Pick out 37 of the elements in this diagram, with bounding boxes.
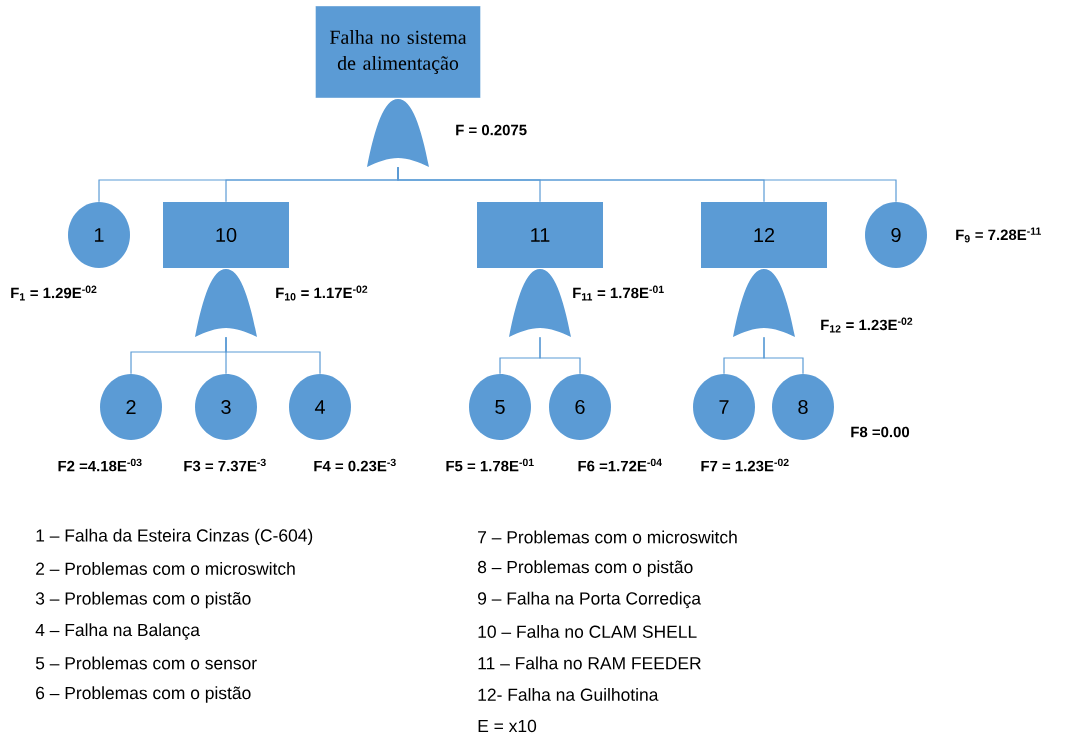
probability-label: F$_{10}$ = 1.17E$^{-02}$ <box>276 285 368 301</box>
probability-label: F6 =1.72E$^{-04}$ <box>578 458 662 472</box>
key-text: 12- Falha na Guilhotina <box>478 688 659 701</box>
key-text: 9 – Falha na Porta Corrediça <box>478 591 702 609</box>
key-text: 8 – Problemas com o pistão <box>477 560 693 577</box>
event-box: 12 <box>701 202 827 268</box>
probability-label: F$_{12}$ = 1.23E$^{-02}$ <box>821 317 913 333</box>
connector-line <box>763 336 804 375</box>
event-box: 11 <box>477 202 603 268</box>
or-gate <box>733 269 795 337</box>
or-gate <box>509 269 571 337</box>
probability-label: F$_{1}$ = 1.29E$^{-02}$ <box>11 285 97 301</box>
probability-label: F = 0.2075 <box>456 124 527 136</box>
or-gate <box>367 99 429 167</box>
or-gate <box>195 269 257 337</box>
probability-label: F2 =4.18E$^{-03}$ <box>58 458 142 472</box>
key-text: 4 – Falha na Balança <box>35 623 200 640</box>
probability-label: F$_{9}$ = 7.28E$^{-11}$ <box>956 227 1041 243</box>
key-text: E = x10 <box>478 719 537 733</box>
connector-line <box>397 166 897 203</box>
key-text: 10 – Falha no CLAM SHELL <box>478 625 697 638</box>
probability-label: F4 = 0.23E$^{-3}$ <box>314 458 396 472</box>
probability-label: F8 =0.00 <box>851 426 910 438</box>
key-text: 1 – Falha da Esteira Cinzas (C-604) <box>36 528 313 546</box>
key-text: 5 – Problemas com o sensor <box>35 656 257 670</box>
key-text: 2 – Problemas com o microswitch <box>36 562 295 575</box>
probability-label: F7 = 1.23E$^{-02}$ <box>701 458 789 472</box>
connector-line <box>539 336 581 375</box>
connector-line <box>225 336 321 375</box>
key-text: 6 – Problemas com o pistão <box>36 686 251 703</box>
key-text: 11 – Falha no RAM FEEDER <box>478 656 701 670</box>
probability-label: F3 = 7.37E$^{-3}$ <box>184 458 266 472</box>
key-text: 3 – Problemas com o pistão <box>35 591 251 609</box>
probability-label: F$_{11}$ = 1.78E$^{-01}$ <box>573 285 664 301</box>
event-box: 10 <box>163 202 289 268</box>
key-text: 7 – Problemas com o microswitch <box>478 530 737 544</box>
probability-label: F5 = 1.78E$^{-01}$ <box>446 458 534 472</box>
